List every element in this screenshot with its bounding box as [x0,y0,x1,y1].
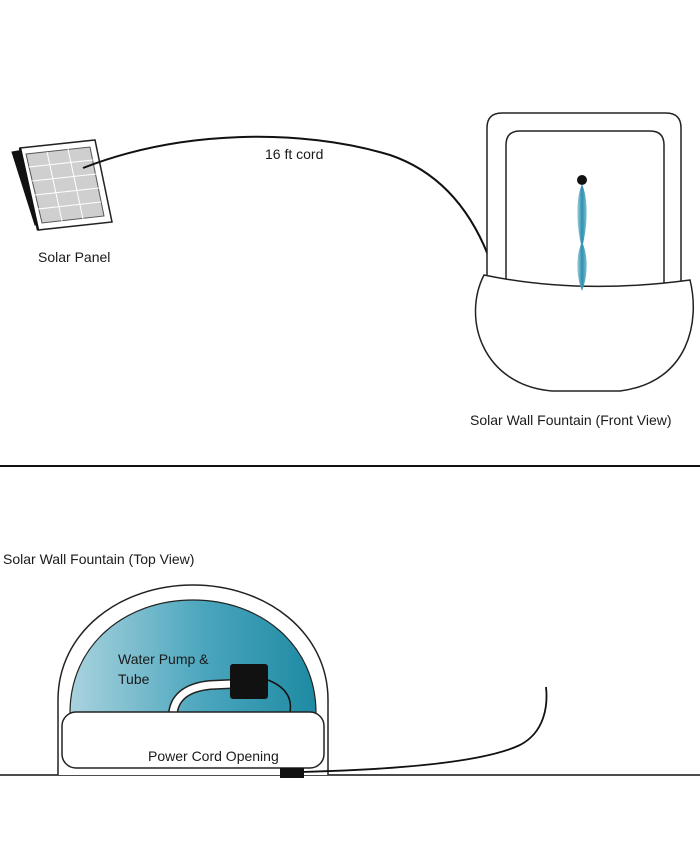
spout [577,175,587,185]
solar-panel-label: Solar Panel [38,249,110,265]
solar-panel [11,139,113,231]
pump-label-line1: Water Pump & [118,651,209,667]
fountain-top-view [57,584,329,778]
top-view-label: Solar Wall Fountain (Top View) [3,551,194,567]
power-cord-opening-label: Power Cord Opening [148,748,279,764]
fountain-front-view [474,112,695,392]
cord-length-label: 16 ft cord [265,146,323,162]
power-cord [82,135,489,256]
power-cord-opening [280,768,304,778]
front-ledge [61,711,325,769]
outgoing-cord [299,686,548,773]
water-stream [577,184,587,291]
front-view-label: Solar Wall Fountain (Front View) [470,412,672,428]
water-pump [230,664,268,699]
pump-label-line2: Tube [118,671,150,687]
